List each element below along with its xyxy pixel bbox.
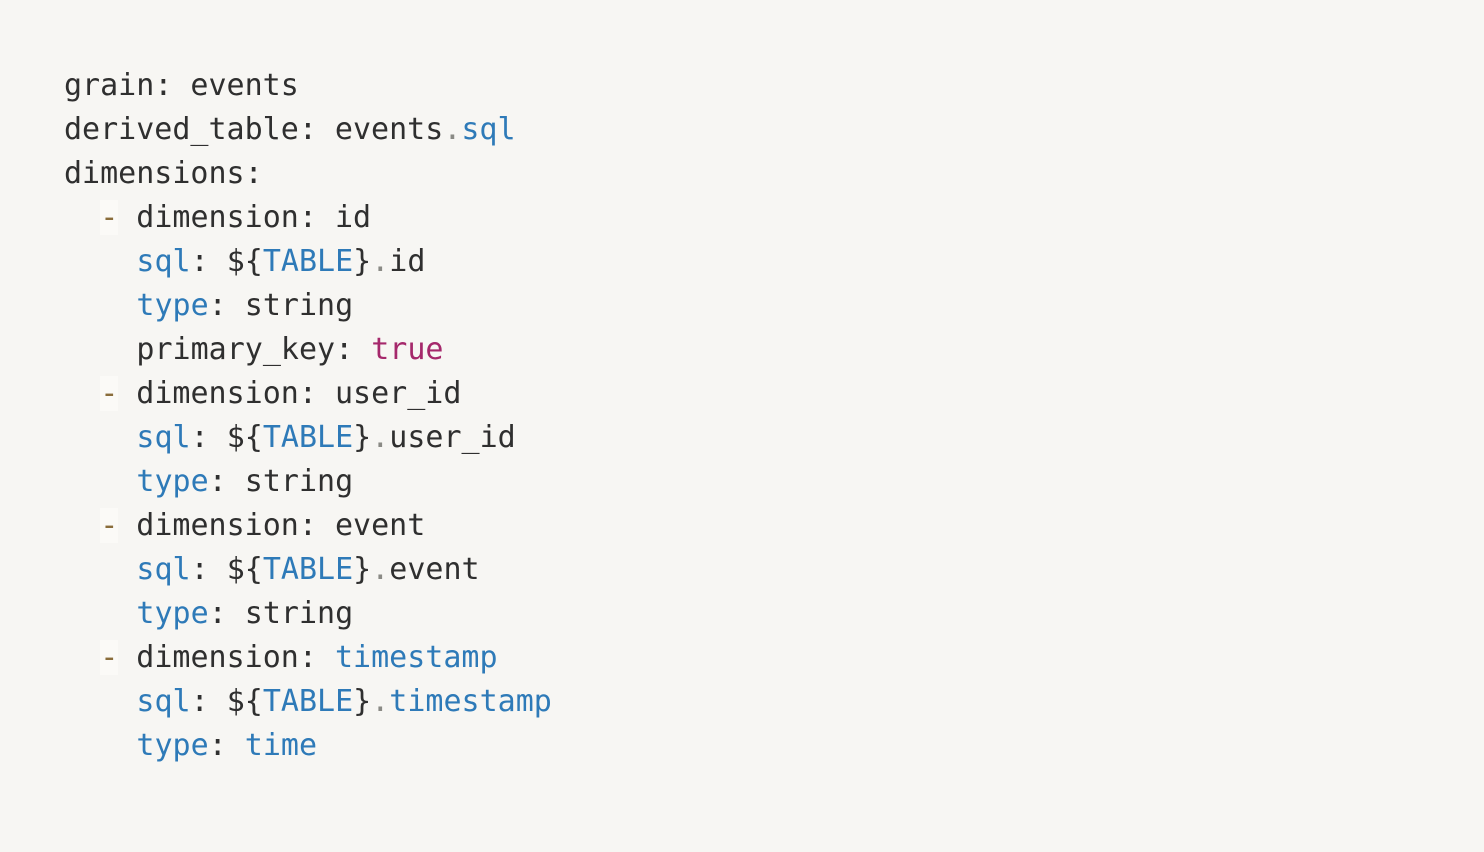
punctuation-token: ${	[208, 684, 263, 719]
value-token: events	[172, 68, 299, 103]
keyword-token: sql	[136, 552, 191, 587]
colon-token: :	[190, 552, 209, 587]
punctuation-token: ${	[208, 420, 263, 455]
boolean-token: true	[371, 332, 444, 367]
list-dash-token: -	[100, 640, 119, 675]
keyword-token: sql	[136, 244, 191, 279]
colon-token: :	[298, 200, 317, 235]
colon-token: :	[298, 508, 317, 543]
code-line: grain: events	[64, 64, 1484, 108]
code-line: type: string	[64, 460, 1484, 504]
dot-separator-token: .	[371, 552, 390, 587]
punctuation-token: }	[353, 552, 372, 587]
dot-separator-token: .	[371, 244, 390, 279]
list-dash-token: -	[100, 376, 119, 411]
code-line: sql: ${TABLE}.user_id	[64, 416, 1484, 460]
value-token: string	[226, 288, 354, 323]
keyword-token: time	[244, 728, 318, 763]
colon-token: :	[244, 156, 263, 191]
punctuation-token: ${	[208, 244, 263, 279]
punctuation-token: }	[353, 420, 372, 455]
code-line: type: string	[64, 592, 1484, 636]
value-token	[353, 332, 371, 367]
list-dash-token: -	[100, 200, 119, 235]
property-key-token: dimension	[118, 200, 299, 235]
keyword-token: sql	[461, 112, 516, 147]
code-line: - dimension: user_id	[64, 372, 1484, 416]
list-dash-token: -	[100, 508, 119, 543]
code-line: - dimension: event	[64, 504, 1484, 548]
value-token: id	[316, 200, 372, 235]
colon-token: :	[190, 244, 209, 279]
keyword-token: type	[136, 728, 209, 763]
colon-token: :	[335, 332, 354, 367]
keyword-token: TABLE	[262, 244, 354, 279]
value-token: user_id	[389, 420, 516, 455]
punctuation-token: }	[353, 684, 372, 719]
value-token	[227, 728, 245, 763]
colon-token: :	[208, 596, 227, 631]
keyword-token: type	[136, 596, 209, 631]
keyword-token: timestamp	[389, 684, 552, 719]
colon-token: :	[298, 376, 317, 411]
value-token: event	[389, 552, 480, 587]
dot-separator-token: .	[443, 112, 462, 147]
property-key-token: dimension	[118, 640, 299, 675]
property-key-token: dimension	[118, 376, 299, 411]
dot-separator-token: .	[371, 684, 390, 719]
keyword-token: TABLE	[262, 684, 354, 719]
keyword-token: type	[136, 288, 209, 323]
punctuation-token: ${	[208, 552, 263, 587]
keyword-token: type	[136, 464, 209, 499]
property-key-token: dimensions	[64, 156, 245, 191]
keyword-token: sql	[136, 420, 191, 455]
keyword-token: timestamp	[335, 640, 498, 675]
colon-token: :	[154, 68, 173, 103]
code-line: sql: ${TABLE}.event	[64, 548, 1484, 592]
code-line: derived_table: events.sql	[64, 108, 1484, 152]
value-token: event	[316, 508, 426, 543]
value-token	[317, 640, 335, 675]
value-token: string	[226, 464, 354, 499]
value-token: id	[389, 244, 426, 279]
keyword-token: sql	[136, 684, 191, 719]
keyword-token: TABLE	[262, 552, 354, 587]
value-token: user_id	[316, 376, 462, 411]
code-line: - dimension: timestamp	[64, 636, 1484, 680]
dot-separator-token: .	[371, 420, 390, 455]
property-key-token: grain	[64, 68, 155, 103]
colon-token: :	[208, 288, 227, 323]
colon-token: :	[298, 640, 317, 675]
code-line: sql: ${TABLE}.timestamp	[64, 680, 1484, 724]
code-line: dimensions:	[64, 152, 1484, 196]
code-line: type: string	[64, 284, 1484, 328]
property-key-token: primary_key	[136, 332, 336, 367]
property-key-token: derived_table	[64, 112, 299, 147]
punctuation-token: }	[353, 244, 372, 279]
value-token: events	[316, 112, 444, 147]
keyword-token: TABLE	[262, 420, 354, 455]
property-key-token: dimension	[118, 508, 299, 543]
colon-token: :	[298, 112, 317, 147]
colon-token: :	[190, 684, 209, 719]
colon-token: :	[190, 420, 209, 455]
code-line: sql: ${TABLE}.id	[64, 240, 1484, 284]
colon-token: :	[208, 728, 227, 763]
code-line: - dimension: id	[64, 196, 1484, 240]
colon-token: :	[208, 464, 227, 499]
code-line: primary_key: true	[64, 328, 1484, 372]
value-token: string	[226, 596, 354, 631]
code-line: type: time	[64, 724, 1484, 768]
